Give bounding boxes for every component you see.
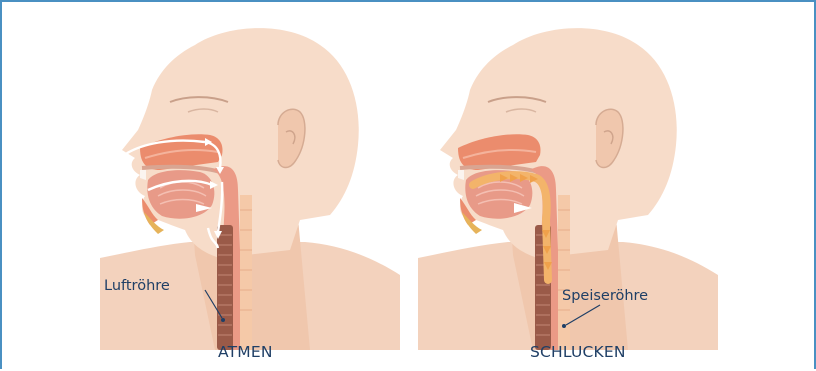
caption-breathing: ATMEN [218, 343, 273, 361]
breathing-head-illustration [100, 28, 400, 350]
trachea-label: Luftröhre [104, 278, 170, 294]
caption-swallowing: SCHLUCKEN [530, 343, 626, 361]
esophagus-label: Speiseröhre [562, 288, 648, 304]
